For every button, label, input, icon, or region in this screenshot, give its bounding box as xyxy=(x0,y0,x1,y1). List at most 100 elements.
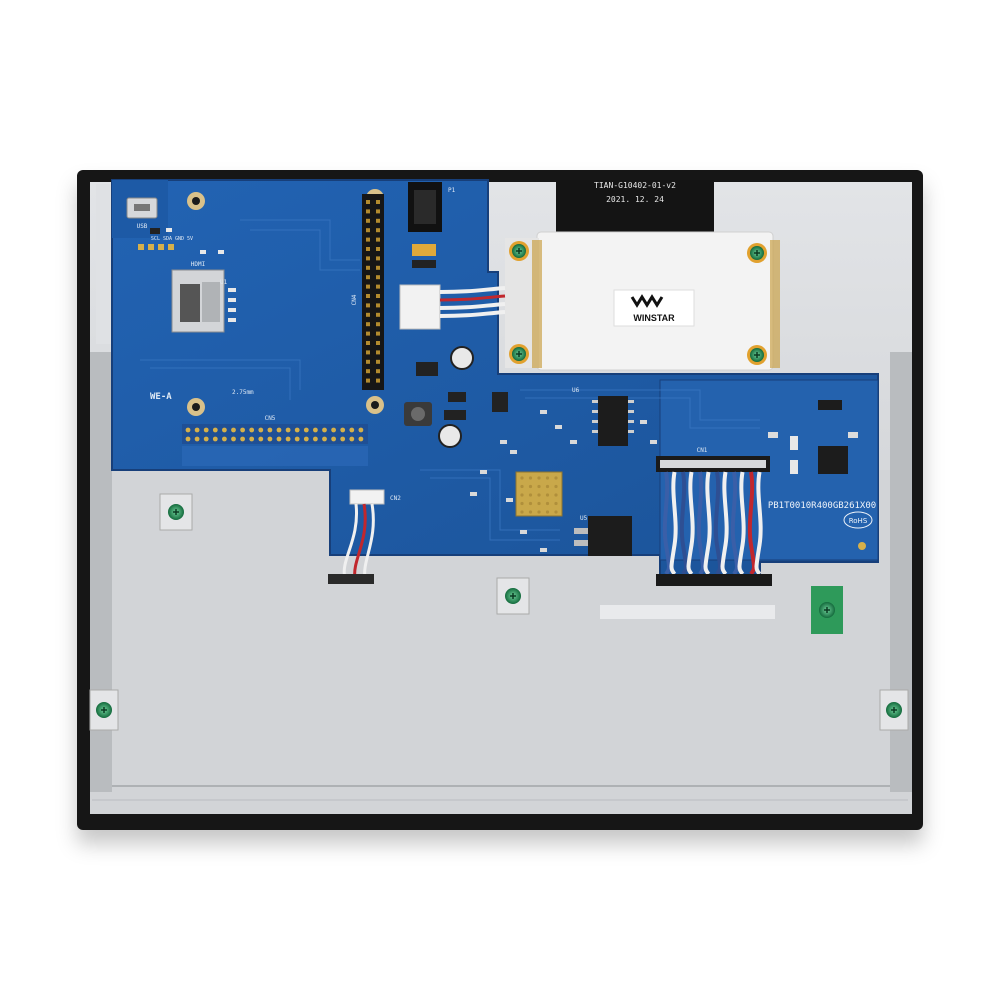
backlight-screws xyxy=(509,241,767,365)
usb-silk: USB xyxy=(137,223,148,230)
u5-silk: U5 xyxy=(580,515,588,522)
bga-ball xyxy=(520,510,524,514)
header-pad xyxy=(349,427,355,433)
header-pad xyxy=(331,436,336,442)
bga-ball xyxy=(537,476,541,480)
bga-ball xyxy=(545,484,550,489)
header-pin xyxy=(376,265,380,270)
bga-ball xyxy=(528,476,533,480)
header-pin xyxy=(376,218,380,223)
header-pad xyxy=(303,436,309,442)
cn2-silk: CN2 xyxy=(390,495,401,502)
header-pin xyxy=(366,200,370,204)
header-pad xyxy=(231,436,236,442)
header-pad xyxy=(267,436,273,442)
header-pin xyxy=(376,200,380,204)
header-pad xyxy=(313,436,318,442)
header-pin xyxy=(366,209,370,214)
header-pad xyxy=(303,427,309,433)
header-pad xyxy=(358,427,364,433)
header-pin xyxy=(366,275,370,280)
usb-port: USB xyxy=(126,197,158,230)
header-pad xyxy=(249,427,255,433)
header-pin xyxy=(366,247,370,251)
u6-silk: U6 xyxy=(572,387,580,394)
bga-ball xyxy=(528,484,533,489)
voltage-regulator: U5 xyxy=(574,515,632,556)
bga-ball xyxy=(545,476,550,480)
bga-ball xyxy=(520,501,524,506)
header-pad xyxy=(285,436,291,442)
header-pin xyxy=(366,237,370,242)
cable-wire xyxy=(669,471,678,576)
cable-wire xyxy=(720,471,729,576)
header-pad xyxy=(331,427,336,433)
pin-row-silk: SCL SDA GND 5V xyxy=(151,236,193,242)
header-pin xyxy=(366,256,370,261)
cable-wire xyxy=(737,471,746,576)
ribbon-code-text: TIAN-G10402-01-v2 xyxy=(594,181,676,190)
bga-ball xyxy=(528,510,533,514)
bga-ball xyxy=(554,476,558,480)
winstar-logo: WINSTAR xyxy=(613,289,695,327)
bga-ball xyxy=(537,501,541,506)
header-pad xyxy=(203,436,209,442)
header-pad xyxy=(258,427,264,433)
header-pad xyxy=(185,427,191,433)
bga-ball xyxy=(520,476,524,480)
cable-wire xyxy=(747,471,756,576)
cable-wire xyxy=(679,471,688,576)
header-pad xyxy=(276,427,282,433)
u1-silk: U1 xyxy=(220,279,228,286)
header-pin xyxy=(376,312,380,317)
header-pin xyxy=(366,350,370,355)
cable-wire xyxy=(730,471,739,576)
header-pin xyxy=(376,275,380,280)
screw xyxy=(509,344,529,364)
header-pin xyxy=(376,247,380,251)
header-pin xyxy=(376,294,380,298)
bga-ball xyxy=(545,493,550,497)
header-pad xyxy=(322,427,327,433)
p1-silk: P1 xyxy=(448,187,456,194)
i2c-pin-row: SCL SDA GND 5V xyxy=(138,236,193,250)
header-pad xyxy=(276,436,282,442)
cable-wire xyxy=(696,471,705,576)
gpio-header-vertical: CN4 xyxy=(351,194,384,390)
header-pad xyxy=(240,436,246,442)
header-pin xyxy=(376,359,380,364)
header-pad xyxy=(222,427,227,433)
board-rev-silk: WE-A xyxy=(150,392,172,402)
header-pin xyxy=(366,303,370,308)
pcb-model-text: PB1T0010R400GB261X00 xyxy=(768,501,876,511)
header-pad xyxy=(267,427,273,433)
header-pad xyxy=(194,427,200,433)
cable-wire xyxy=(754,471,763,576)
header-pad xyxy=(249,436,255,442)
bga-ball xyxy=(545,510,550,514)
header-pad xyxy=(212,436,218,442)
header-pin xyxy=(376,322,380,327)
cn4-silk: CN4 xyxy=(351,294,358,305)
header-pin xyxy=(376,350,380,355)
header-pin xyxy=(376,331,380,336)
screw xyxy=(747,243,767,263)
rohs-badge: RoHS xyxy=(843,511,873,529)
bga-ball xyxy=(554,501,558,506)
header-pad xyxy=(313,427,318,433)
header-pin xyxy=(376,228,380,233)
bga-ball xyxy=(528,501,533,506)
header-pad xyxy=(203,427,209,433)
header-pin xyxy=(366,228,370,233)
cable-wire xyxy=(662,471,671,576)
bga-ball xyxy=(554,493,558,497)
bga-ball xyxy=(554,510,558,514)
bga-ball xyxy=(520,493,524,497)
header-pad xyxy=(194,436,200,442)
header-pad xyxy=(258,436,264,442)
screw xyxy=(879,689,909,731)
header-pad xyxy=(358,436,364,442)
header-pin xyxy=(366,312,370,317)
header-pin xyxy=(366,322,370,327)
